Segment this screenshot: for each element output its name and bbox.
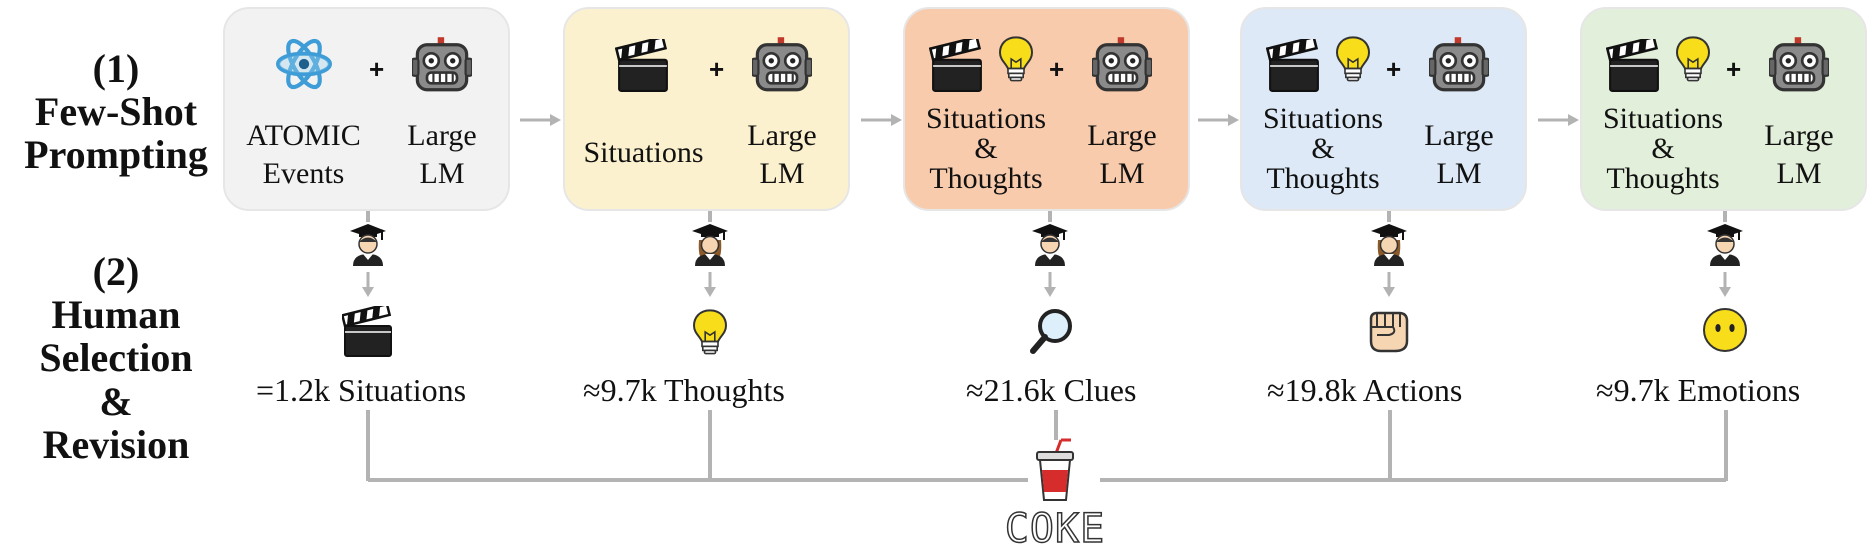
large-lm-text: Large LM (392, 117, 492, 192)
human-line: Human (51, 292, 181, 338)
left-text-line: Events (262, 156, 345, 190)
left-text-line: & (1311, 132, 1335, 165)
left-text-line: Thoughts (1606, 162, 1720, 195)
situations-text: Situations (571, 134, 716, 172)
few-shot-prompting-label: (1) Few-Shot Prompting (0, 47, 232, 177)
ampersand-line: & (99, 378, 133, 424)
lightbulb-icon (693, 309, 727, 355)
coke-label: COKE (1004, 505, 1106, 553)
situations-thoughts-text: Situations & Thoughts (911, 104, 1061, 194)
stage-2-box: + Situations Large LM (563, 7, 850, 211)
fist-icon (1369, 311, 1409, 353)
arrow-right (1198, 114, 1239, 126)
stage-1-box: + ATOMIC Events Large LM (223, 7, 510, 211)
large-lm-text: Large LM (1409, 117, 1509, 192)
situations-thoughts-text: Situations & Thoughts (1248, 104, 1398, 194)
arrow-right (520, 114, 561, 126)
right-text-line: LM (759, 156, 805, 190)
right-text-line: Large (747, 119, 817, 152)
arrow-right (1538, 114, 1579, 126)
situations-count: =1.2k Situations (256, 372, 467, 408)
left-text-line: Situations (1262, 102, 1383, 135)
left-text-line: ATOMIC (246, 119, 361, 152)
atomic-events-text: ATOMIC Events (231, 117, 376, 192)
human-selection-label: (2) Human Selection & Revision (0, 250, 232, 466)
left-text-line: & (974, 132, 998, 165)
actions-count: ≈19.8k Actions (1267, 372, 1463, 408)
left-text-line: Thoughts (1266, 162, 1380, 195)
graduate-man-icon (1031, 223, 1069, 267)
stage-5-box: + Situations & Thoughts Large LM (1580, 7, 1867, 211)
plus-sign: + (709, 54, 725, 84)
large-lm-text: Large LM (1749, 117, 1849, 192)
arrow-down (1719, 272, 1731, 297)
arrow-down (1044, 272, 1056, 297)
stage-3-box: + Situations & Thoughts Large LM (903, 7, 1190, 211)
graduate-woman-icon (1370, 223, 1408, 267)
human-step-number: (2) (92, 249, 140, 294)
right-text-line: LM (419, 156, 465, 190)
selection-line: Selection (39, 335, 193, 381)
right-text-line: LM (1099, 156, 1145, 190)
clapperboard-icon (342, 306, 393, 358)
graduate-woman-icon (691, 223, 729, 267)
thoughts-count: ≈9.7k Thoughts (583, 372, 785, 408)
left-text-line: Thoughts (929, 162, 1043, 195)
arrow-down (1383, 272, 1395, 297)
right-text-line: Large (1087, 119, 1157, 152)
situations-thoughts-text: Situations & Thoughts (1588, 104, 1738, 194)
right-text-line: Large (407, 119, 477, 152)
plus-sign: + (1726, 54, 1742, 84)
plus-sign: + (369, 54, 385, 84)
large-lm-text: Large LM (732, 117, 832, 192)
plus-sign: + (1049, 54, 1065, 84)
neutral-face-icon (1703, 308, 1747, 352)
left-text-line: Situations (1602, 102, 1723, 135)
prompting-line: Prompting (24, 132, 208, 178)
right-text-line: LM (1776, 156, 1822, 190)
right-text-line: Large (1764, 119, 1834, 152)
soda-cup-icon (1035, 438, 1075, 502)
emotions-count: ≈9.7k Emotions (1596, 372, 1801, 408)
stage-4-box: + Situations & Thoughts Large LM (1240, 7, 1527, 211)
graduate-man-icon (1706, 223, 1744, 267)
left-text-line: Situations (925, 102, 1046, 135)
few-shot-step-number: (1) (92, 46, 140, 91)
revision-line: Revision (42, 421, 190, 467)
arrow-down (704, 272, 716, 297)
right-text-line: LM (1436, 156, 1482, 190)
arrow-right (861, 114, 902, 126)
left-text-line: & (1651, 132, 1675, 165)
magnifier-icon (1028, 306, 1076, 356)
right-text-line: Large (1424, 119, 1494, 152)
large-lm-text: Large LM (1072, 117, 1172, 192)
few-shot-line: Few-Shot (34, 89, 198, 135)
graduate-man-icon (349, 223, 387, 267)
arrow-down (362, 272, 374, 297)
left-text-line: Situations (583, 136, 704, 169)
plus-sign: + (1386, 54, 1402, 84)
clues-count: ≈21.6k Clues (966, 372, 1137, 408)
